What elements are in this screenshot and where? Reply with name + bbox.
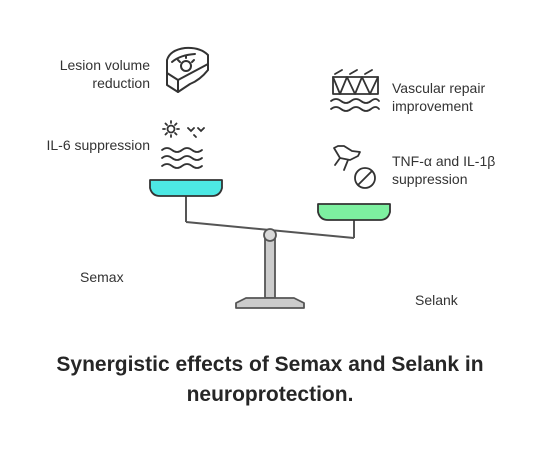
scale-column [264, 235, 276, 299]
title-line1: Synergistic effects of Semax and Selank … [56, 353, 484, 376]
lesion-volume-line2: reduction [92, 75, 150, 91]
tnf-il1-label: TNF-α and IL-1β suppression [392, 152, 532, 188]
selank-label: Selank [415, 292, 458, 308]
lesion-volume-line1: Lesion volume [59, 57, 150, 73]
scale-base [235, 297, 305, 309]
vascular-repair-line1: Vascular repair [392, 80, 486, 96]
brain-lesion-icon [166, 46, 209, 93]
left-pan [149, 179, 223, 197]
vascular-repair-line2: improvement [392, 98, 473, 114]
semax-label: Semax [80, 269, 124, 285]
title-line2: neuroprotection. [186, 383, 354, 406]
right-pan [317, 203, 391, 221]
vascular-repair-label: Vascular repair improvement [392, 79, 522, 115]
sun-waves-icon [161, 120, 205, 169]
scale-pivot [263, 228, 277, 242]
il6-label: IL-6 suppression [46, 137, 150, 153]
lesion-volume-label: Lesion volume reduction [30, 56, 150, 92]
vessel-waves-icon [330, 69, 380, 112]
tnf-il1-line1: TNF-α and IL-1β [392, 153, 496, 169]
tnf-il1-line2: suppression [392, 171, 468, 187]
blocked-plane-icon [333, 145, 376, 189]
diagram-title: Synergistic effects of Semax and Selank … [0, 350, 540, 410]
